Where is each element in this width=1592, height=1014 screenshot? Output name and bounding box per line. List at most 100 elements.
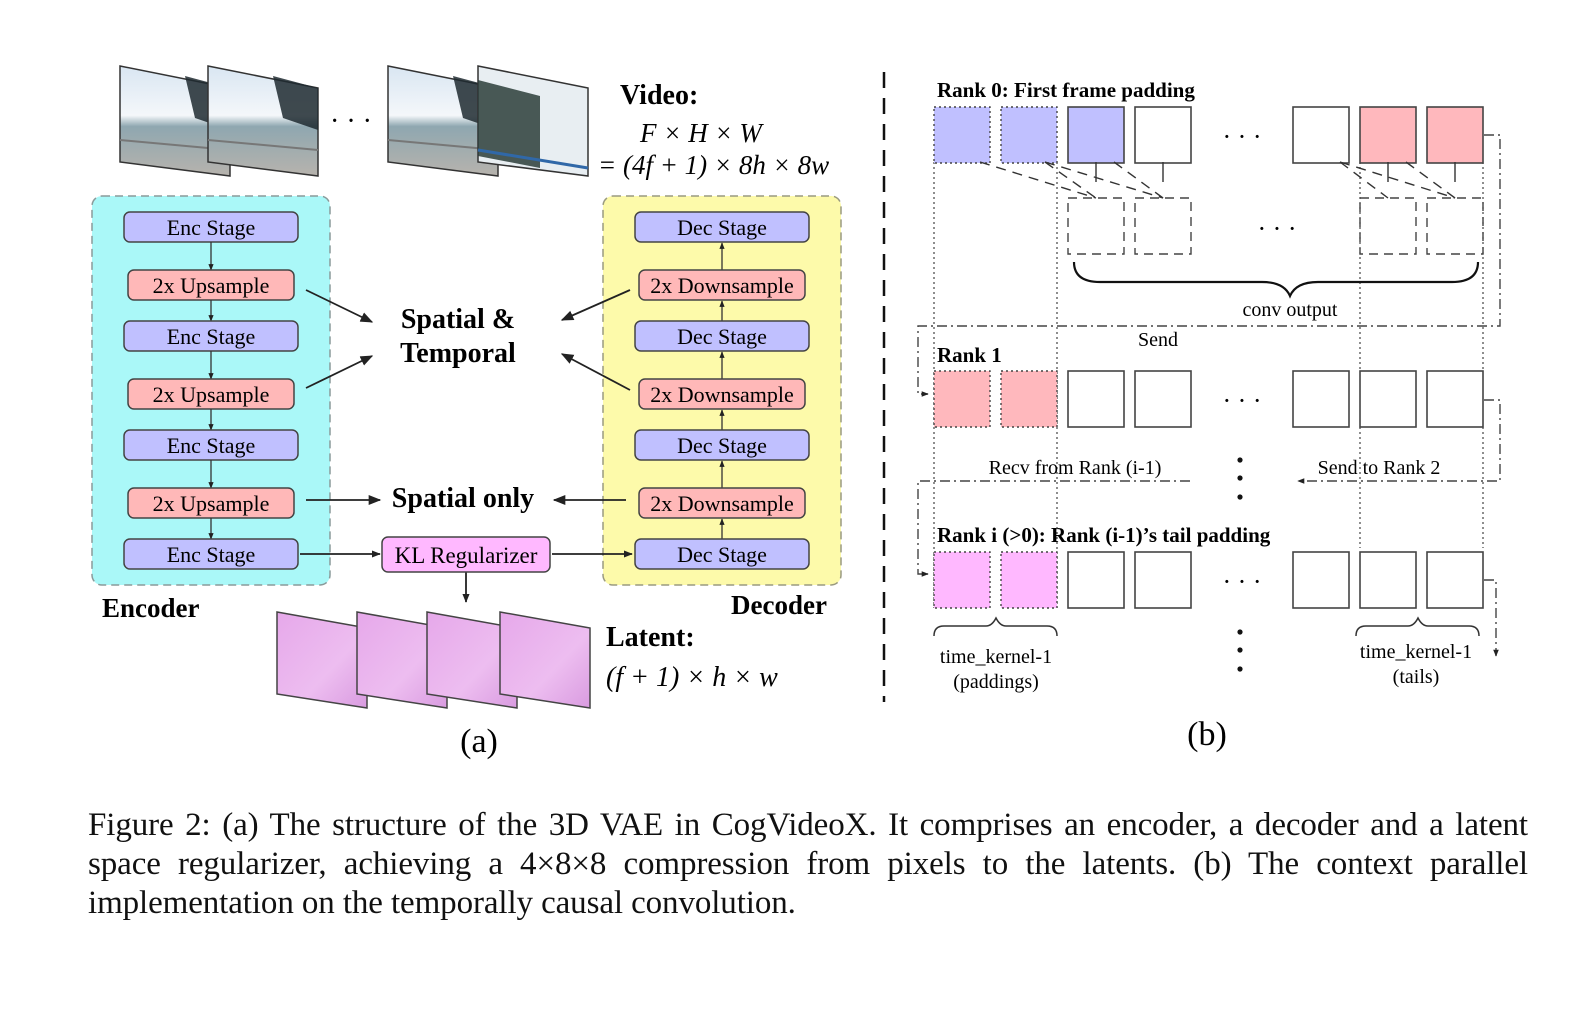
received-padding-frame (1000, 551, 1058, 609)
encoder-block-label: 2x Upsample (153, 382, 270, 407)
decoder-block-sample: 2x Downsample (638, 269, 806, 301)
encoder-label: Encoder (102, 593, 200, 623)
encoder-block-sample: 2x Upsample (127, 487, 295, 519)
conv-output-frame (1067, 197, 1125, 255)
ranki-row: · · · (933, 551, 1484, 609)
decoder-block-stage: Dec Stage (634, 429, 810, 461)
panel-b: Rank 0: First frame padding Rank 1 Rank … (917, 78, 1501, 753)
conv-output-frame (1134, 197, 1192, 255)
frame (1426, 370, 1484, 428)
decoder-block-label: Dec Stage (677, 324, 767, 349)
panel-b-label: (b) (1187, 716, 1227, 753)
arrow-upsample2-to-st (305, 355, 374, 389)
video-dims-line1: F × H × W (639, 118, 764, 148)
decoder-block-stage: Dec Stage (634, 538, 810, 570)
frame (1292, 551, 1350, 609)
frame (1359, 370, 1417, 428)
paddings-brace (933, 616, 1058, 637)
figure-caption: Figure 2: (a) The structure of the 3D VA… (88, 807, 1528, 921)
send-rank0-to-rank1 (917, 134, 1501, 397)
received-padding-frame (1000, 370, 1058, 428)
encoder-block-stage: Enc Stage (123, 211, 299, 243)
conv-output-label: conv output (1243, 299, 1338, 321)
encoder-block-stage: Enc Stage (123, 320, 299, 352)
spatial-only-label: Spatial only (392, 483, 534, 514)
decoder-block-label: 2x Downsample (650, 273, 794, 298)
decoder-block-label: 2x Downsample (650, 491, 794, 516)
latent-title: Latent: (606, 622, 695, 653)
dotted-guides (933, 162, 1484, 608)
frame (1134, 551, 1192, 609)
send-ranki-down (1484, 579, 1499, 657)
decoder-block-label: Dec Stage (677, 215, 767, 240)
video-frames: · · · (119, 65, 589, 177)
frame (1067, 370, 1125, 428)
frame (1292, 370, 1350, 428)
paddings-label-line2: (paddings) (953, 671, 1039, 693)
tail-frame (1359, 106, 1417, 164)
conv-output-brace (1072, 261, 1480, 299)
arrow-downsample2-to-st (560, 353, 631, 391)
frame (1134, 370, 1192, 428)
video-dims-line2: = (4f + 1) × 8h × 8w (598, 150, 829, 180)
frame (1426, 551, 1484, 609)
tails-brace (1355, 616, 1480, 637)
tail-frame (1426, 106, 1484, 164)
panel-a-label: (a) (460, 723, 498, 760)
rank1-title: Rank 1 (937, 343, 1002, 367)
send-flows (917, 134, 1501, 657)
latent-frame (276, 611, 368, 709)
rank0-title: Rank 0: First frame padding (937, 78, 1195, 102)
decoder-block-stage: Dec Stage (634, 211, 810, 243)
encoder-block-label: Enc Stage (167, 542, 256, 567)
ellipsis: · · · (1258, 214, 1297, 243)
send-label: Send (1138, 329, 1178, 351)
rank0-row: · · · (933, 106, 1484, 164)
received-padding-frame (933, 551, 991, 609)
video-ellipsis: · · · (330, 106, 372, 137)
arrow-upsample1-to-st (305, 289, 374, 323)
panel-a: · · · Video: F × H × W = (4f + 1) × 8h ×… (91, 65, 842, 760)
ellipsis: · · · (1223, 122, 1262, 151)
conv-output-frame (1359, 197, 1417, 255)
decoder-label: Decoder (731, 590, 827, 620)
rank1-row: · · · (933, 370, 1484, 428)
video-frame (207, 65, 319, 177)
video-title: Video: (620, 80, 698, 111)
video-frame (477, 65, 589, 177)
frame (1067, 551, 1125, 609)
tails-label-line2: (tails) (1393, 666, 1440, 688)
encoder-block-label: 2x Upsample (153, 491, 270, 516)
conv-connections (979, 161, 1456, 199)
temporal-label: Temporal (400, 338, 516, 369)
decoder-block-label: Dec Stage (677, 542, 767, 567)
encoder-block-label: Enc Stage (167, 433, 256, 458)
decoder-block-stage: Dec Stage (634, 320, 810, 352)
decoder-block-sample: 2x Downsample (638, 487, 806, 519)
vertical-ellipsis (1237, 457, 1243, 672)
latent-frames (276, 611, 591, 709)
conv-output-row: · · · (1067, 197, 1484, 255)
tails-label-line1: time_kernel-1 (1360, 641, 1472, 663)
decoder-block-label: Dec Stage (677, 433, 767, 458)
send-rank1-to-rank2 (1297, 399, 1501, 484)
kl-regularizer-label: KL Regularizer (395, 543, 538, 568)
encoder-block-label: 2x Upsample (153, 273, 270, 298)
encoder-block-stage: Enc Stage (123, 538, 299, 570)
latent-frame (426, 611, 518, 709)
latent-frame (499, 611, 591, 709)
frame (1292, 106, 1350, 164)
encoder-block-label: Enc Stage (167, 324, 256, 349)
kl-regularizer: KL Regularizer (381, 536, 551, 573)
annotation-arrows (300, 289, 633, 603)
ellipsis: · · · (1223, 567, 1262, 596)
latent-frame (356, 611, 448, 709)
spatial-temporal-label: Spatial & (401, 304, 515, 335)
encoder-block-label: Enc Stage (167, 215, 256, 240)
encoder-block-sample: 2x Upsample (127, 269, 295, 301)
ellipsis: · · · (1223, 386, 1262, 415)
frame (1134, 106, 1192, 164)
padding-frame (1000, 106, 1058, 164)
